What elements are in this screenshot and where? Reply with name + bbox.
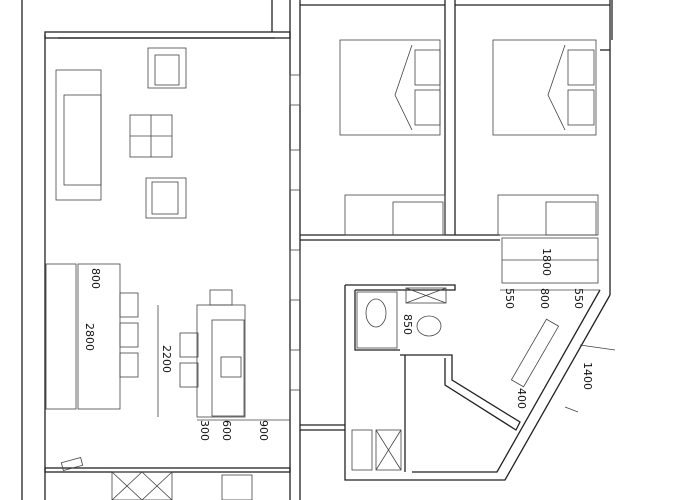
toilet xyxy=(365,298,387,328)
cabinet xyxy=(45,263,77,410)
dim-counter-length: 2800 xyxy=(83,323,96,351)
dim-bathtub-offset: 400 xyxy=(515,388,528,409)
dim-closet-width: 1800 xyxy=(540,248,553,276)
bed xyxy=(492,39,597,136)
bathroom-fixtures xyxy=(351,287,616,471)
wardrobe xyxy=(344,194,446,236)
dimension-labels: 800 2800 2200 300 600 900 1800 550 800 5… xyxy=(83,248,594,441)
toilet xyxy=(416,315,442,337)
wardrobe xyxy=(497,194,599,236)
dim-bathtub-length: 1400 xyxy=(581,362,594,390)
armchair xyxy=(145,177,187,219)
dim-counter-depth: 800 xyxy=(89,268,102,289)
dim-closet-opening: 800 xyxy=(538,288,551,309)
bed xyxy=(339,39,441,136)
windows xyxy=(289,74,301,391)
dim-island-offset-b: 600 xyxy=(220,420,233,441)
sofa xyxy=(55,69,102,201)
armchair xyxy=(147,47,187,89)
bathtub xyxy=(510,318,560,388)
dim-island-clearance: 900 xyxy=(257,420,270,441)
bedroom-furniture xyxy=(339,39,599,284)
dim-closet-side-left: 550 xyxy=(503,288,516,309)
dim-toilet-clearance: 850 xyxy=(401,314,414,335)
dim-island-length: 2200 xyxy=(160,345,173,373)
closet xyxy=(501,237,599,284)
walls xyxy=(21,0,613,500)
dim-island-offset-a: 300 xyxy=(198,420,211,441)
living-furniture xyxy=(45,47,290,500)
dim-closet-side-right: 550 xyxy=(572,288,585,309)
